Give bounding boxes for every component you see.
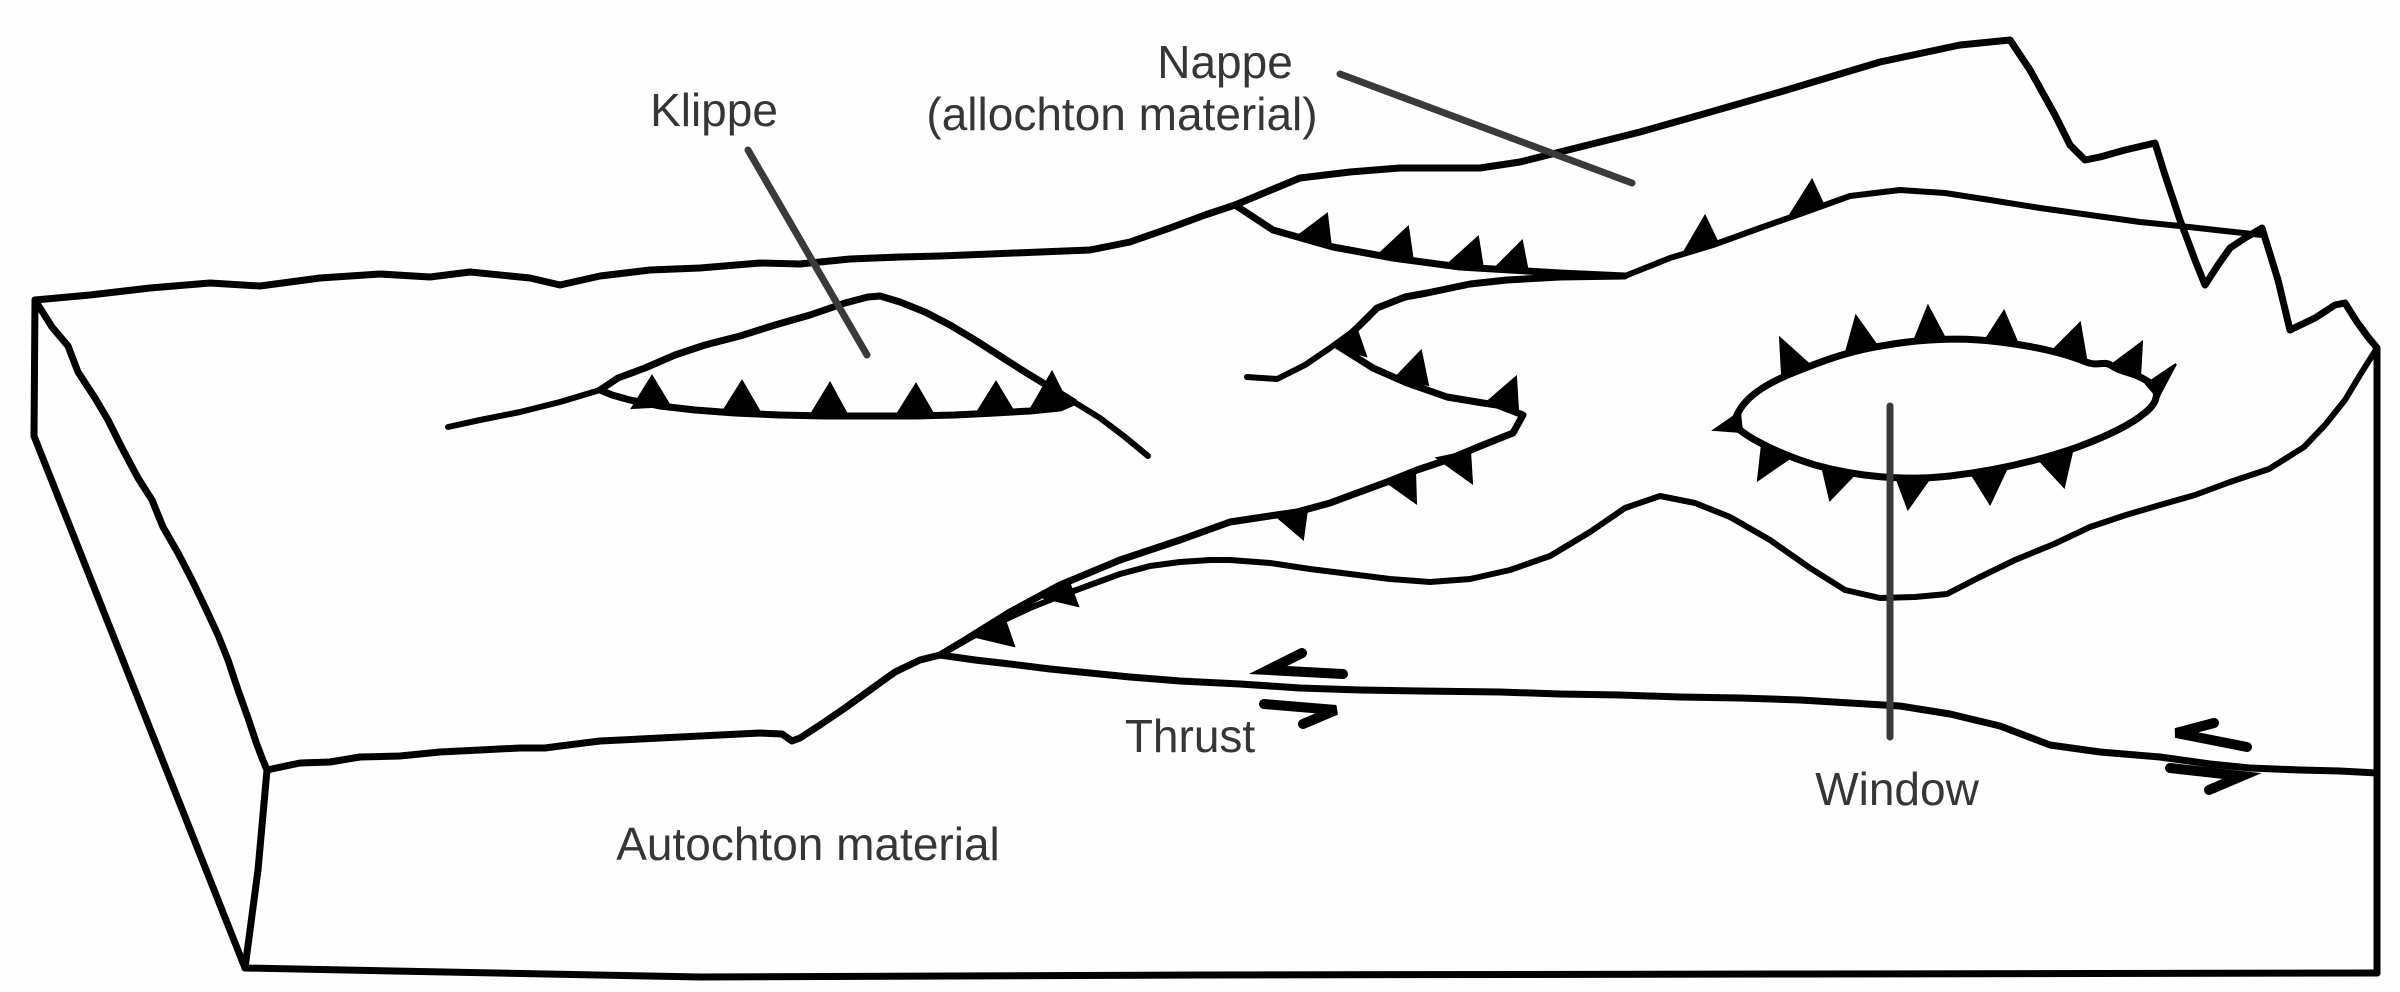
fault-tooth	[1445, 235, 1485, 270]
skyline-left-edge	[31, 201, 1239, 304]
klippe-body	[596, 292, 1078, 420]
bottom-left-edge	[30, 432, 249, 972]
fault-tooth	[1491, 238, 1530, 274]
window-teeth	[1711, 303, 2177, 512]
fault-tooth	[2107, 339, 2144, 380]
left-rear-edge	[30, 296, 39, 440]
ridge-line	[937, 345, 2380, 658]
right-arrow-upper	[2174, 718, 2252, 752]
klippe-tail-east	[1071, 399, 1151, 459]
fault-tooth	[1382, 469, 1418, 505]
fault-tooth	[1820, 464, 1858, 503]
fault-tooth	[1756, 442, 1792, 483]
fault-tooth	[1778, 335, 1812, 376]
fault-tooth	[1894, 475, 1932, 512]
klippe-area	[445, 292, 1151, 459]
fault-tooth	[1393, 348, 1430, 387]
autochton-label: Autochton material	[616, 818, 1000, 870]
fault-tooth	[1273, 508, 1309, 541]
interior-lines	[937, 187, 2380, 658]
klippe-leader-line	[744, 146, 871, 359]
fault-tooth	[1970, 468, 2008, 507]
window-label: Window	[1815, 763, 1979, 815]
leader-lines	[744, 70, 1894, 741]
fault-tooth	[2038, 450, 2074, 490]
fault-tooth	[1331, 325, 1368, 358]
nappe-area	[936, 36, 2381, 777]
fault-tooth	[1844, 313, 1880, 354]
fault-tooth	[1292, 212, 1333, 249]
fault-tooth	[1028, 369, 1070, 412]
thrust-arrow-upper	[1248, 648, 1348, 679]
fault-tooth	[1037, 577, 1080, 608]
fault-tooth	[630, 374, 672, 410]
fault-tooth	[894, 382, 936, 418]
fault-tooth	[808, 380, 850, 417]
bottom-front-edge	[241, 964, 2381, 981]
labels: Klippe Nappe (allochton material) Thrust…	[616, 36, 1979, 870]
fault-tooth	[2049, 320, 2088, 360]
nappe-sublabel: (allochton material)	[926, 88, 1317, 140]
klippe-teeth	[630, 369, 1070, 418]
front-top-edge	[263, 651, 944, 774]
fault-tooth	[1982, 308, 2020, 346]
nappe-label: Nappe	[1157, 36, 1293, 88]
nappe-gray-mass	[936, 36, 2381, 777]
right-arrow-lower	[2165, 763, 2262, 795]
fault-tooth	[1434, 449, 1474, 486]
internal-thrust-trace	[1622, 187, 2265, 279]
left-top-jagged-edge	[31, 296, 271, 774]
block-outline	[30, 201, 2381, 981]
fault-tooth	[720, 379, 762, 415]
nappe-leader-line	[1336, 70, 1636, 187]
fault-tooth	[1711, 410, 1744, 434]
fault-tooth	[1484, 374, 1520, 412]
front-left-edge	[241, 766, 271, 972]
thrust-teeth	[973, 177, 1826, 648]
fault-tooth	[2144, 363, 2177, 400]
shear-arrows	[1248, 648, 2262, 795]
thrust-arrow-lower	[1259, 699, 1338, 729]
fault-tooth	[1681, 213, 1720, 254]
fault-tooth	[973, 615, 1016, 648]
fault-tooth	[1375, 224, 1415, 263]
fault-tooth	[1785, 177, 1826, 220]
thrust-label: Thrust	[1125, 710, 1256, 762]
klippe-tail-west	[445, 387, 603, 430]
klippe-label: Klippe	[650, 84, 778, 136]
fault-tooth	[1912, 303, 1948, 343]
fault-tooth	[974, 380, 1016, 416]
